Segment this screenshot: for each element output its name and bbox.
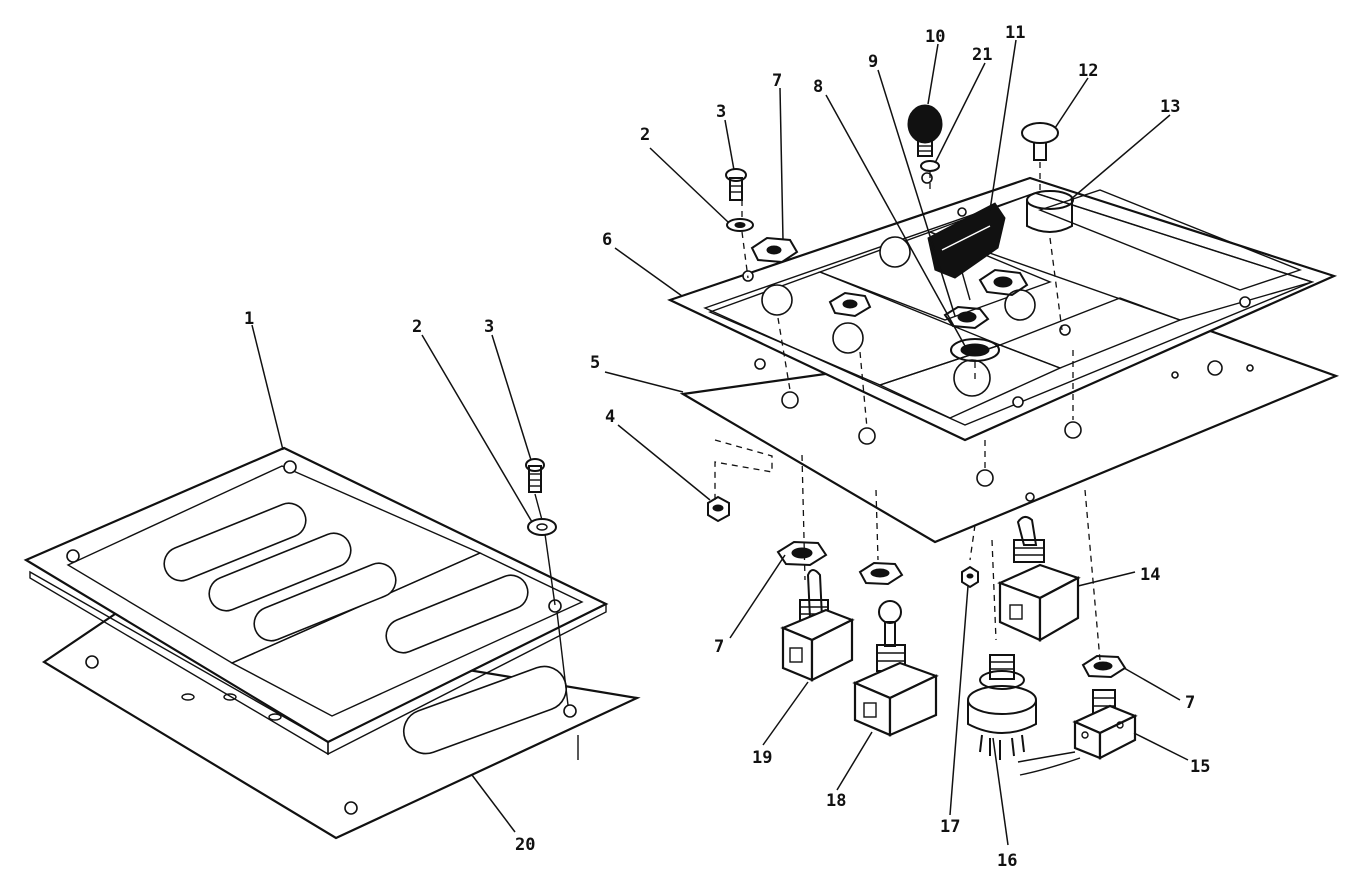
- part-1-cover-plate: [23, 446, 609, 756]
- leader-lines: [251, 39, 1189, 846]
- callout-2-left: 2: [412, 317, 422, 337]
- callout-11: 11: [1005, 23, 1025, 43]
- part-16-rotary-switch: [967, 654, 1037, 760]
- part-21-washer: [920, 160, 940, 172]
- callout-15: 15: [1190, 757, 1210, 777]
- assembly-dashed-lines: [714, 162, 1101, 661]
- callout-12: 12: [1078, 61, 1098, 81]
- callout-14: 14: [1140, 565, 1160, 585]
- callout-17: 17: [940, 817, 960, 837]
- part-12-knob: [1021, 122, 1059, 161]
- callout-1: 1: [244, 309, 254, 329]
- callout-4: 4: [605, 407, 615, 427]
- part-8-and-9-washers: [943, 305, 1000, 362]
- callout-18: 18: [826, 791, 846, 811]
- callout-5: 5: [590, 353, 600, 373]
- panel-nuts: [750, 236, 1029, 318]
- callout-3-right: 3: [716, 102, 726, 122]
- callout-7-right: 7: [1185, 693, 1195, 713]
- callout-6: 6: [602, 230, 612, 250]
- part-4-hex-nut: [707, 495, 730, 523]
- part-11-label-plate: [927, 202, 1006, 301]
- callout-13: 13: [1160, 97, 1180, 117]
- callout-3-left: 3: [484, 317, 494, 337]
- callout-7-left: 7: [714, 637, 724, 657]
- right-screw-and-washer: [725, 168, 754, 232]
- part-19-toggle-switch: [780, 569, 855, 682]
- callout-19: 19: [752, 748, 772, 768]
- part-18-toggle-switch: [852, 600, 939, 737]
- part-10-lamp: [907, 104, 943, 157]
- callout-9: 9: [868, 52, 878, 72]
- part-14-toggle-switch: [997, 516, 1081, 642]
- callout-10: 10: [925, 27, 945, 47]
- part-13-lens: [1026, 190, 1074, 233]
- callout-20: 20: [515, 835, 535, 855]
- callout-labels: 1 2 3 20 2 3 4 5 6 7 8 9 10 21 11 12 13 …: [244, 23, 1210, 871]
- left-screw-and-washer: [525, 458, 569, 706]
- callout-8: 8: [813, 77, 823, 97]
- callout-16: 16: [997, 851, 1017, 871]
- callout-2-right: 2: [640, 125, 650, 145]
- callout-21: 21: [972, 45, 992, 65]
- part-15-micro-switch: [1017, 689, 1138, 776]
- callout-7-top: 7: [772, 71, 782, 91]
- part-17-small-nut: [961, 565, 979, 589]
- part-7-hex-nuts: [776, 540, 1127, 679]
